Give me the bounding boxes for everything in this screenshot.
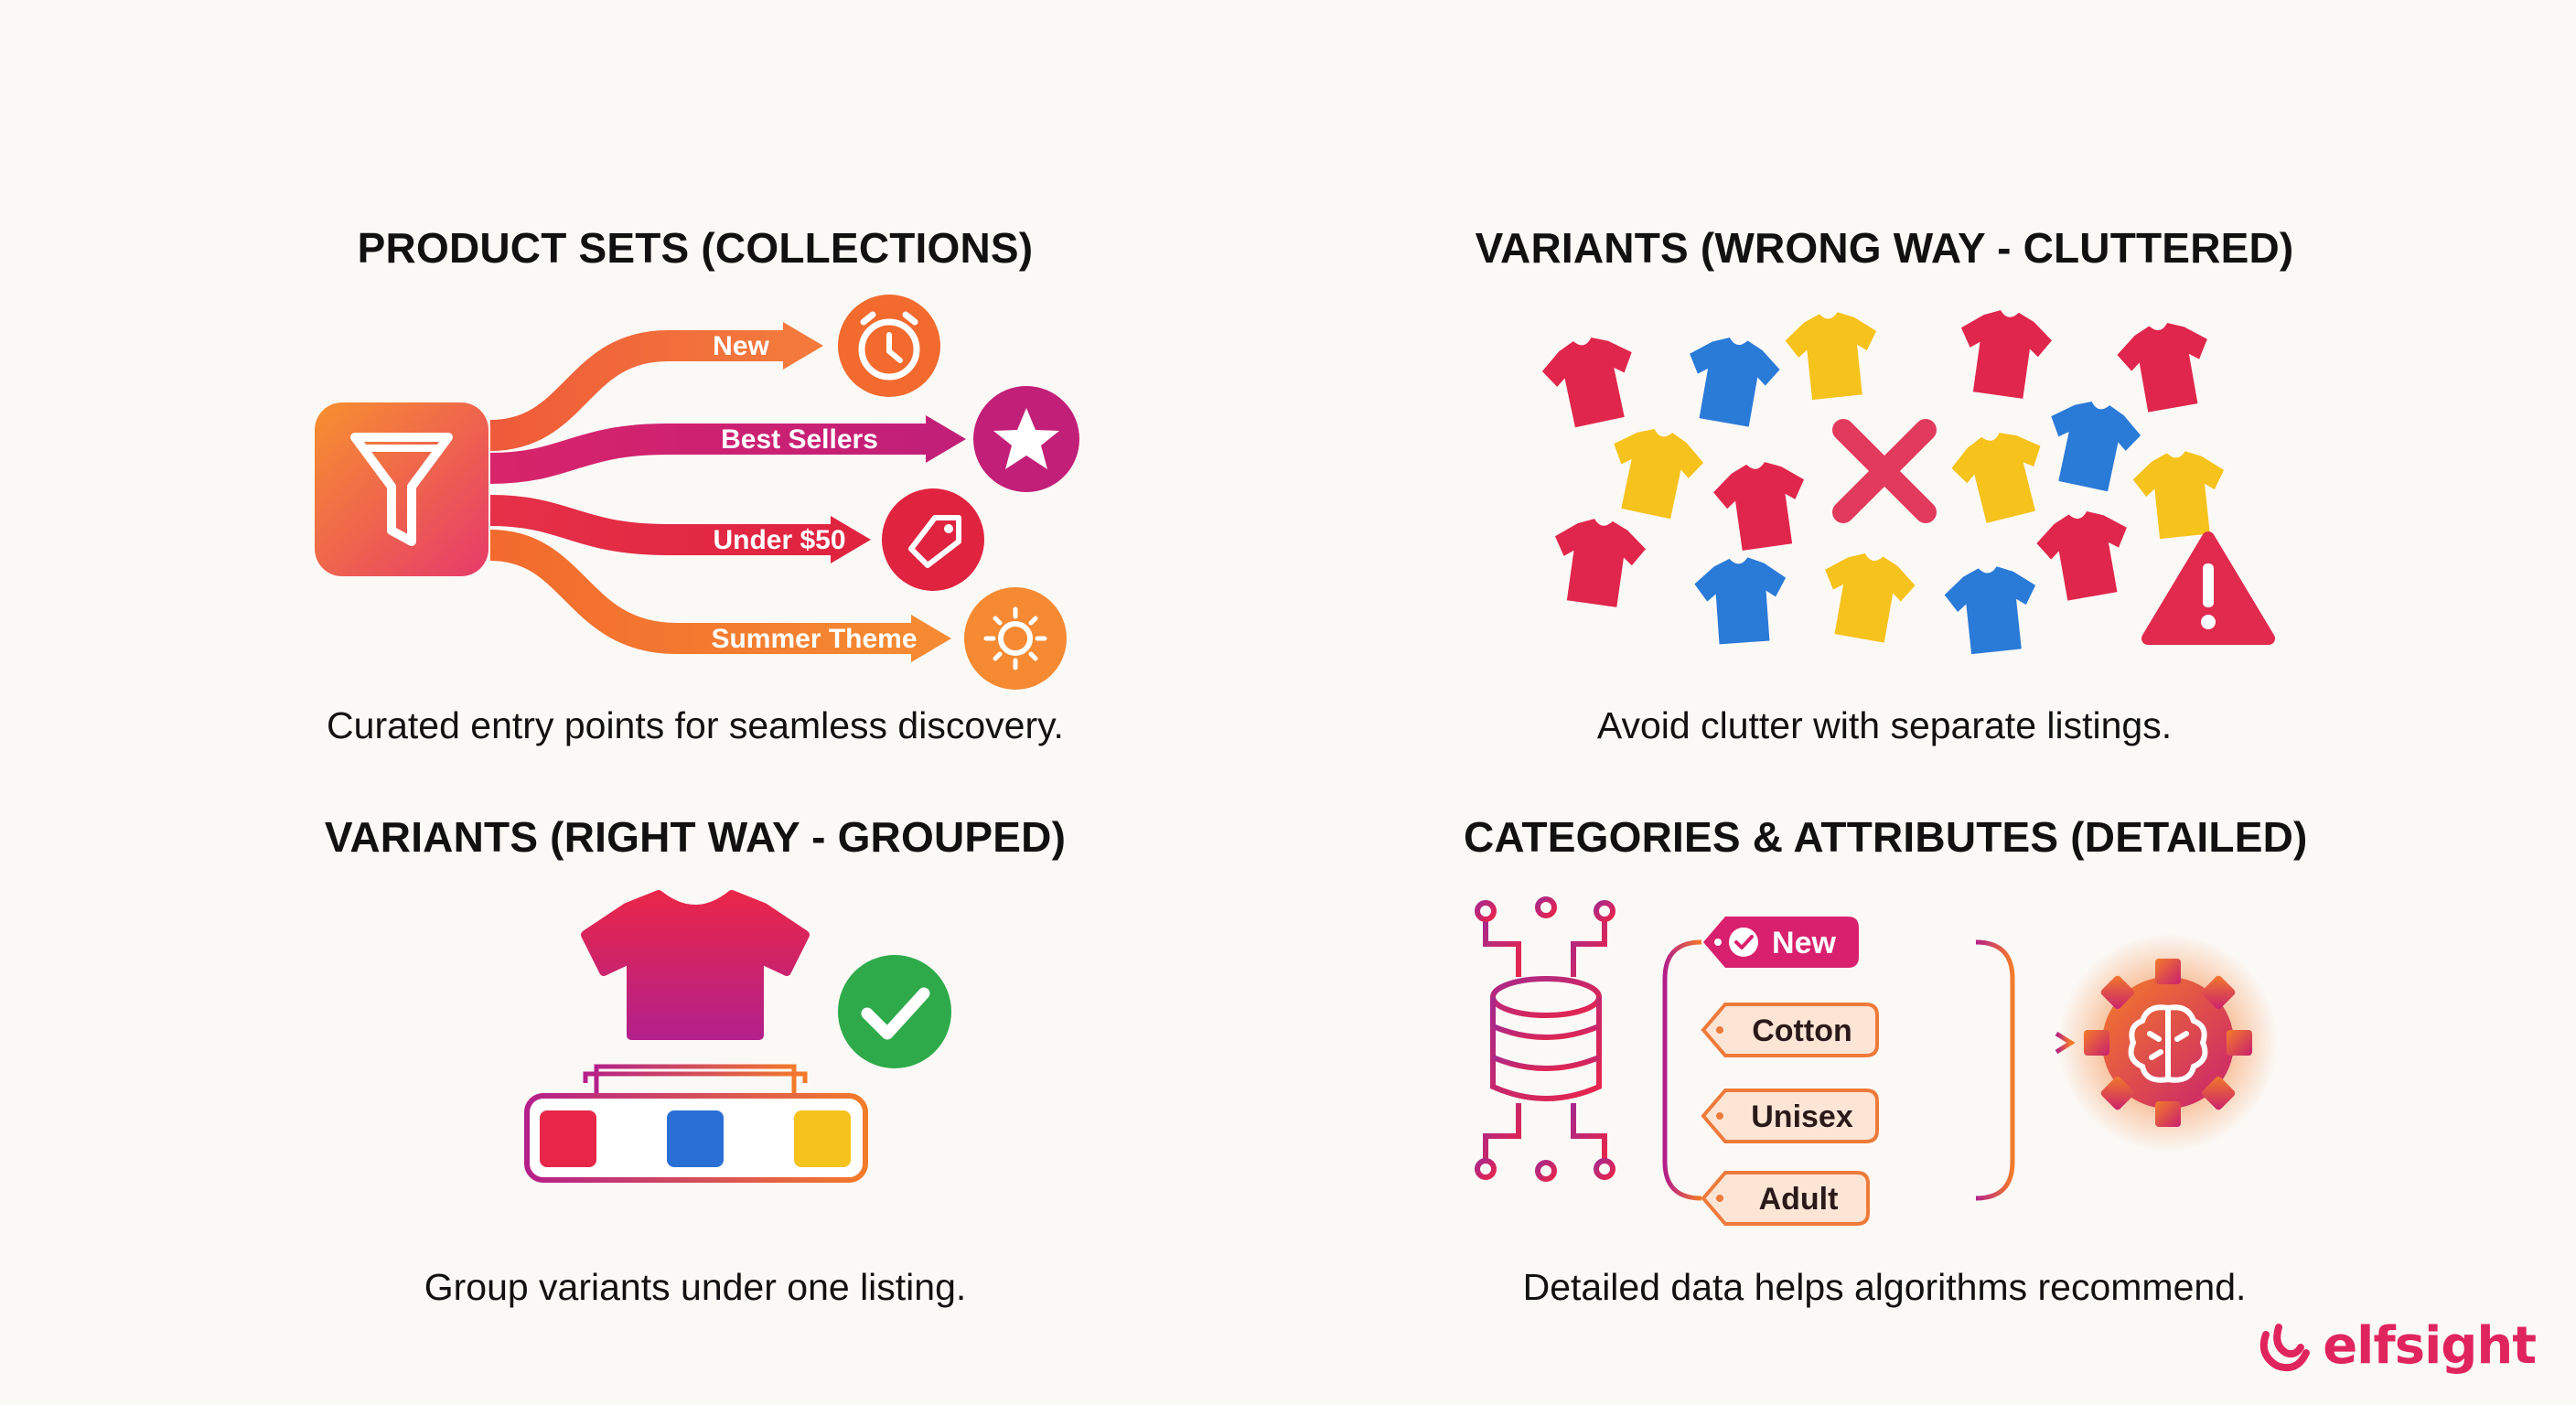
branch-best-sellers: Best Sellers xyxy=(489,415,966,484)
elfsight-logo-icon xyxy=(2259,1323,2311,1371)
panel-caption: Avoid clutter with separate listings. xyxy=(1596,704,2173,746)
swatch-red xyxy=(540,1110,596,1167)
x-mark-icon xyxy=(1832,419,1937,523)
panel-categories: CATEGORIES & ATTRIBUTES (DETAILED) xyxy=(1464,759,2308,1326)
tag-cotton: Cotton xyxy=(1701,1003,1879,1057)
panel-caption: Detailed data helps algorithms recommend… xyxy=(1522,1266,2247,1308)
branch-label: New xyxy=(713,331,769,361)
branch-under-50: Under $50 xyxy=(489,495,871,563)
sun-icon xyxy=(964,587,1067,690)
star-icon xyxy=(973,386,1079,492)
branch-label: Best Sellers xyxy=(721,424,878,455)
panel-variants-wrong: VARIANTS (WRONG WAY - CLUTTERED) xyxy=(1464,0,2305,750)
panel-title: PRODUCT SETS (COLLECTIONS) xyxy=(357,224,1034,272)
panel-title: CATEGORIES & ATTRIBUTES (DETAILED) xyxy=(1464,813,2308,861)
branch-summer-theme: Summer Theme xyxy=(489,530,951,662)
panel-variants-right: VARIANTS (RIGHT WAY - GROUPED) Grou xyxy=(274,759,1116,1326)
panel-caption: Group variants under one listing. xyxy=(424,1266,967,1308)
price-tag-icon xyxy=(882,488,984,591)
collections-diagram: New Best Sellers Under $50 xyxy=(315,295,1079,690)
panel-title: VARIANTS (WRONG WAY - CLUTTERED) xyxy=(1475,224,2294,272)
panel-caption: Curated entry points for seamless discov… xyxy=(327,704,1064,746)
panel-product-sets: PRODUCT SETS (COLLECTIONS) New xyxy=(274,0,1116,750)
connector-lines xyxy=(1601,939,2076,1201)
tag-label: Adult xyxy=(1759,1182,1839,1217)
attributes-diagram: New Cotton Unisex Adult xyxy=(1475,896,2278,1226)
tag-adult: Adult xyxy=(1701,1171,1870,1226)
brand-logo[interactable]: elfsight xyxy=(2255,1316,2537,1376)
funnel-icon xyxy=(315,402,488,576)
t-shirt-icon xyxy=(581,890,810,1040)
branch-label: Summer Theme xyxy=(711,624,917,654)
branch-new: New xyxy=(489,322,823,451)
variant-tree-lines xyxy=(583,1035,808,1094)
warning-icon xyxy=(2141,531,2275,645)
grouped-variants xyxy=(524,890,951,1183)
tag-label: New xyxy=(1772,926,1836,960)
tag-label: Unisex xyxy=(1751,1099,1853,1134)
panel-title: VARIANTS (RIGHT WAY - GROUPED) xyxy=(324,813,1067,861)
swatch-blue xyxy=(667,1110,724,1167)
database-icon xyxy=(1475,896,1615,1182)
tag-label: Cotton xyxy=(1752,1014,1852,1048)
brain-gear-icon xyxy=(2058,933,2278,1153)
swatch-yellow xyxy=(794,1110,851,1167)
checkmark-icon xyxy=(838,955,951,1068)
tag-new: New xyxy=(1703,917,1859,968)
branch-label: Under $50 xyxy=(713,525,845,555)
alarm-clock-icon xyxy=(838,295,940,397)
cluttered-shirts xyxy=(1537,305,2275,657)
brand-name: elfsight xyxy=(2323,1316,2537,1376)
tag-unisex: Unisex xyxy=(1701,1089,1879,1143)
